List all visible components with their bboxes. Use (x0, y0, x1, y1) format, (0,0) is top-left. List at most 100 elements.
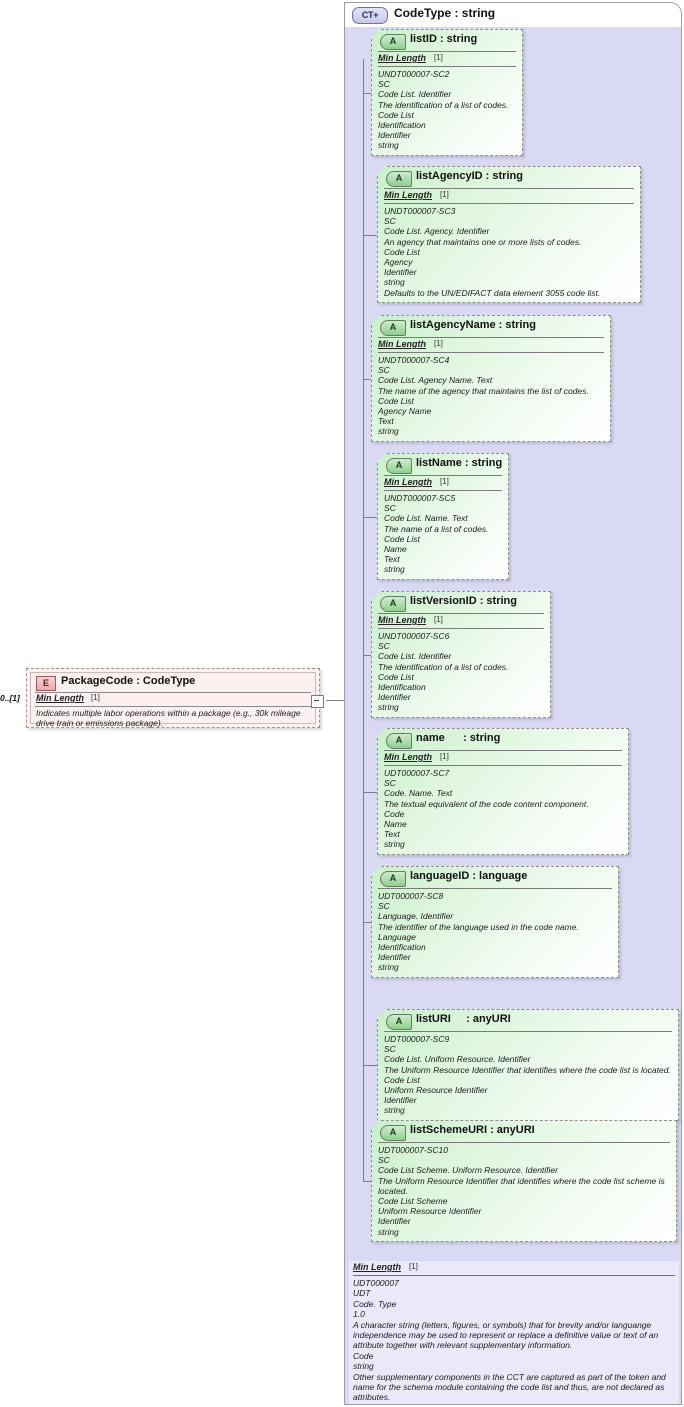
annotation-line: The name of a list of codes. (384, 523, 489, 534)
attribute-min-length-row: Min Length[1] (372, 52, 522, 66)
tree-spine (363, 59, 364, 1181)
connector-line (326, 700, 344, 701)
divider (384, 475, 502, 476)
min-length-label: Min Length (36, 693, 84, 703)
annotation-line: The textual equivalent of the code conte… (384, 798, 589, 809)
attribute-title: languageID : language (410, 870, 528, 882)
divider (384, 1031, 672, 1032)
min-length-cardinality: [1] (440, 752, 449, 761)
annotation-line: SC (378, 79, 390, 90)
annotation-line: The Uniform Resource Identifier that ide… (384, 1064, 671, 1075)
annotation-line: string (378, 962, 399, 973)
annotation-line: Code (384, 808, 405, 819)
attribute-title: listVersionID : string (410, 595, 517, 607)
annotation-line: string (353, 1361, 374, 1372)
min-length-label: Min Length (384, 190, 432, 200)
annotation-line: UDT000007-SC10 (378, 1145, 448, 1155)
divider (35, 706, 311, 707)
annotation-line: The identifier of the language used in t… (378, 921, 579, 932)
annotation-line: Language (378, 931, 416, 942)
annotation-line: Identifier (384, 1095, 417, 1106)
divider (384, 750, 622, 751)
annotation-line: The identification of a list of codes. (378, 99, 509, 110)
annotation-line: UNDT000007-SC2 (378, 69, 450, 79)
element-card[interactable]: E PackageCode : CodeType Min Length [1] … (26, 668, 320, 728)
divider (384, 765, 622, 766)
attribute-title: listAgencyName : string (410, 319, 536, 331)
element-packagecode[interactable]: 0..[1] E PackageCode : CodeType Min Leng… (0, 660, 344, 750)
connector-stub (363, 517, 377, 518)
annotation-line: SC (378, 365, 390, 376)
annotation-line: Text (384, 554, 400, 565)
annotation-line: Defaults to the UN/EDIFACT data element … (384, 287, 601, 298)
divider (378, 888, 612, 889)
element-card-inner: E PackageCode : CodeType Min Length [1] … (30, 672, 316, 728)
complextype-title: CodeType : string (394, 6, 496, 20)
annotation-line: UDT000007-SC9 (384, 1034, 450, 1044)
element-annotation: Indicates multiple labor operations with… (36, 708, 301, 729)
connector-stub (363, 93, 371, 94)
annotation-line: Identifier (378, 692, 411, 703)
attribute-min-length-row: Min Length[1] (378, 476, 508, 490)
annotation-line: UNDT000007-SC4 (378, 355, 450, 365)
annotation-line: SC (384, 216, 396, 227)
connector-stub (363, 792, 377, 793)
divider (35, 692, 311, 693)
min-length-cardinality: [1] (434, 53, 443, 62)
min-length-cardinality: [1] (440, 190, 449, 199)
min-length-label: Min Length (378, 615, 426, 625)
connector-stub (363, 655, 371, 656)
attribute-min-length-row: Min Length [1] (378, 189, 640, 203)
element-header: E PackageCode : CodeType (31, 673, 315, 692)
divider (353, 1275, 675, 1276)
annotation-line: Code. Name. Text (384, 788, 453, 799)
attribute-title: listName : string (416, 457, 503, 469)
element-occurrence: 0..[1] (0, 693, 20, 703)
attribute-icon: A (380, 871, 406, 887)
annotation-line: Identifier (378, 952, 411, 963)
divider (384, 203, 634, 204)
annotation-line: Code. Type (353, 1298, 397, 1309)
connector-stub (363, 379, 371, 380)
annotation-line: string (384, 277, 405, 288)
attribute-icon: A (386, 1014, 412, 1030)
annotation-line: string (378, 426, 399, 437)
attribute-min-length-row: Min Length[1] (378, 751, 628, 765)
element-icon: E (36, 676, 56, 691)
annotation-line: UDT000007-SC7 (384, 768, 450, 778)
connector-stub (363, 235, 377, 236)
annotation-line: Code List. Name. Text (384, 513, 468, 524)
collapse-minus-icon[interactable] (311, 695, 324, 708)
annotation-line: Text (384, 829, 400, 840)
annotation-line: The name of the agency that maintains th… (378, 385, 589, 396)
annotation-line: Code List. Agency. Identifier (384, 226, 490, 237)
annotation-line: Identifier (384, 267, 417, 278)
min-length-cardinality: [1] (409, 1262, 418, 1271)
annotation-line: UDT000007 (353, 1278, 399, 1288)
divider (378, 66, 516, 67)
annotation-line: Uniform Resource Identifier (384, 1085, 488, 1096)
complextype-expand-icon[interactable]: CT+ (352, 7, 388, 24)
attribute-title: listID : string (410, 33, 478, 45)
min-length-cardinality: [1] (434, 615, 443, 624)
